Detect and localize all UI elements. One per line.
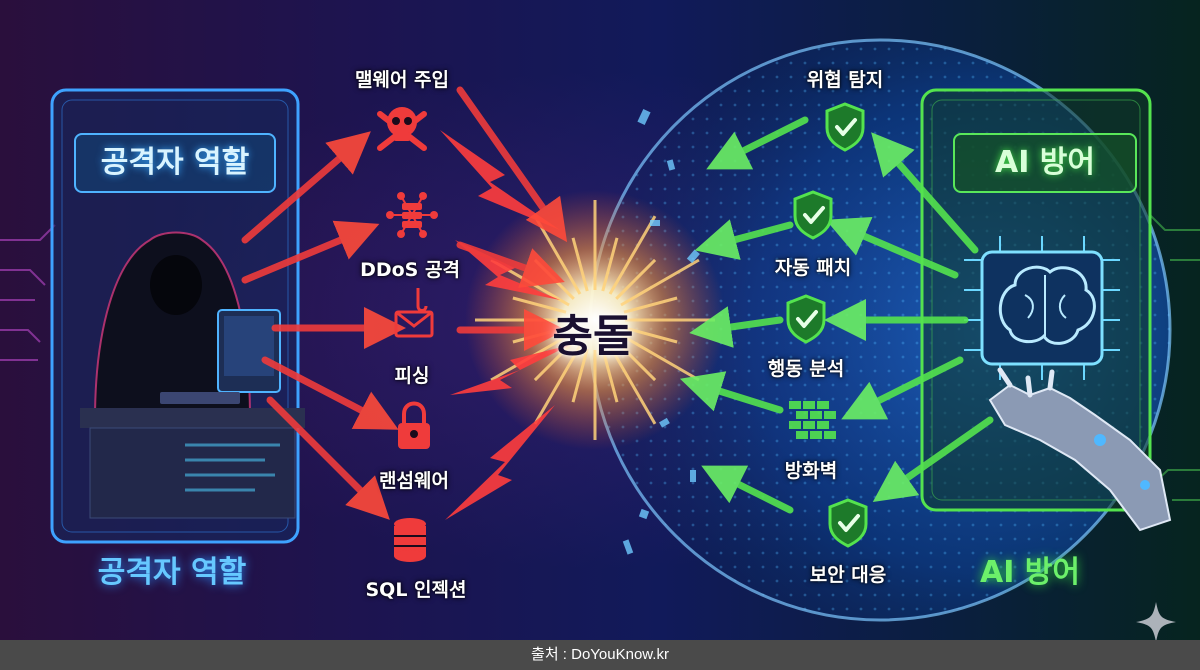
skull-crossbones-icon [377,107,427,151]
burst-ray [615,258,657,300]
attack-label-sql-injection: SQL 인젝션 [365,579,467,601]
collision-label: 충돌 [552,311,634,362]
defense-label-firewall: 방화벽 [784,460,838,482]
burst-ray [533,340,575,382]
attack-arrow [241,220,380,284]
defense-arrow [841,356,964,420]
attack-label-phishing: 피싱 [394,365,430,387]
database-icon [394,518,426,562]
sparkle-icon [1136,602,1176,640]
attack-label-ddos: DDoS 공격 [360,259,460,281]
attack-arrow [261,356,399,430]
burst-ray [615,340,657,382]
burst-ray [571,237,589,292]
attack-label-ransomware: 랜섬웨어 [379,470,449,492]
defense-arrow [694,219,794,260]
defense-icons [786,102,868,548]
defense-arrow [872,416,994,503]
hooded-hacker-icon [80,231,305,519]
attack-arrow [456,241,565,288]
attacker-panel-title: 공격자 역할 [74,133,276,193]
shield-check-icon [786,294,826,344]
burst-ray [601,348,619,403]
robot-hand-icon [988,367,1172,532]
defense-bottom-label: AI 방어 [979,555,1081,590]
defense-label-behavior-analysis: 행동 분석 [767,358,845,380]
source-footer: 출처 : DoYouKnow.kr [0,640,1200,670]
defense-arrow [701,465,794,514]
defense-arrow [679,371,784,414]
defense-label-auto-patch: 자동 패치 [774,257,852,279]
attack-arrow [241,131,371,244]
burst-ray [608,215,657,295]
defense-arrow [689,306,784,348]
attack-icons [377,107,438,562]
defense-arrow [706,116,809,170]
attack-arrow [266,396,390,520]
defense-arrow [871,132,979,254]
shield-check-icon [793,190,833,240]
phishing-envelope-icon [394,288,434,338]
burst-ray [533,345,582,425]
burst-ray [601,237,619,292]
infographic-canvas: 공격자 역할 AI 방어 공격자 역할 AI 방어 충돌 맬웨어 주입 DDoS… [0,0,1200,640]
burst-ray [571,348,589,403]
defense-arrow [825,216,959,279]
defense-arrows [679,116,994,514]
burst-ray [623,326,678,344]
attacker-bottom-label: 공격자 역할 [97,555,247,590]
defense-label-security-response: 보안 대응 [809,564,887,586]
network-server-icon [386,191,438,239]
ai-brain-chip-icon [964,236,1120,380]
attack-label-malware: 맬웨어 주입 [354,69,450,91]
shield-check-icon [828,498,868,548]
burst-ray [620,258,700,307]
burst-ray [623,296,678,314]
defense-label-threat-detection: 위협 탐지 [806,69,884,91]
padlock-icon [398,401,430,449]
firewall-brick-icon [789,401,836,439]
attack-arrow [456,86,568,243]
burst-ray [608,345,657,425]
left-circuit-lines [0,224,56,361]
shield-check-icon [825,102,865,152]
defense-panel-title: AI 방어 [953,133,1137,193]
attack-arrows [241,86,568,520]
